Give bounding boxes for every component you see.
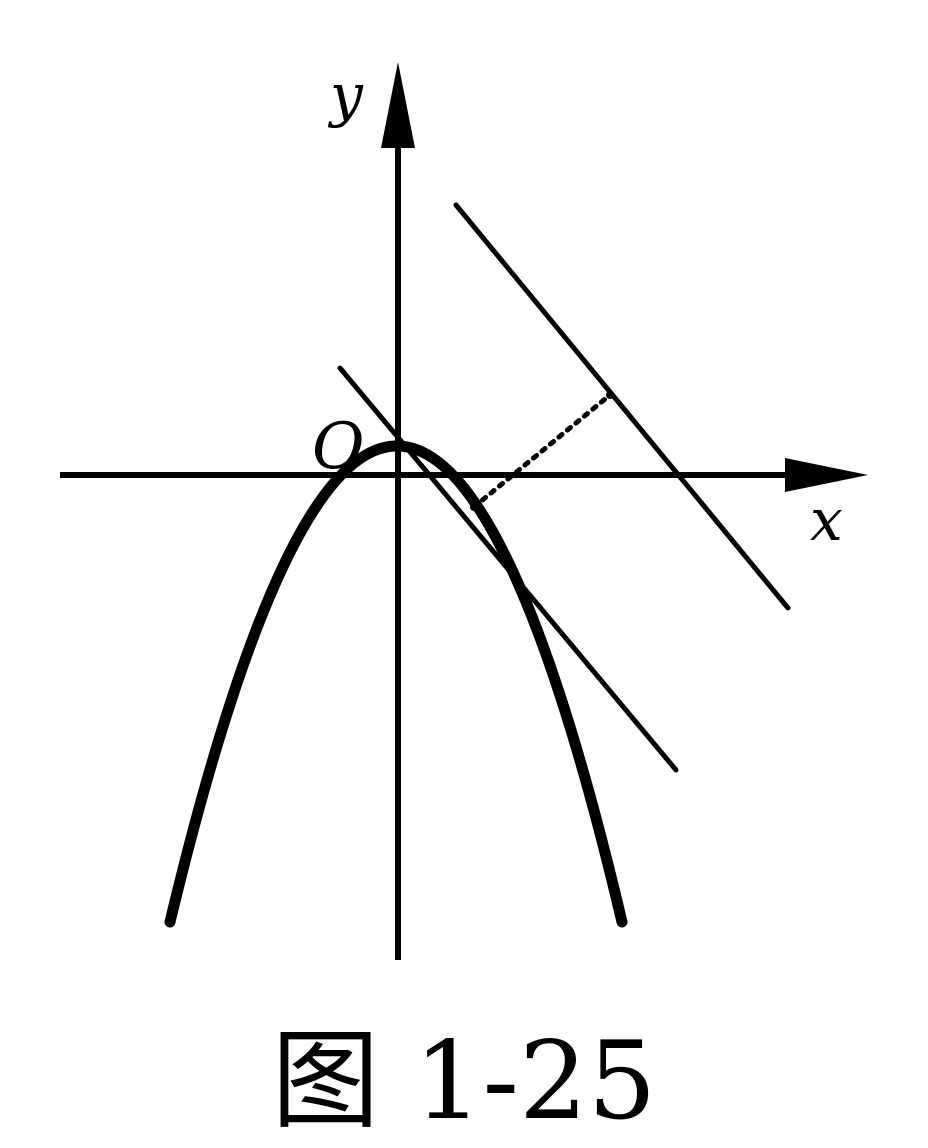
origin-label: O (312, 410, 364, 484)
parabola (164, 440, 628, 928)
dotted-perpendicular (471, 392, 613, 510)
tangent-line (337, 365, 679, 773)
y-axis-label: y (327, 61, 364, 129)
y-axis-arrowhead (381, 62, 415, 148)
figure-caption: 图 1-25 (272, 1019, 657, 1144)
x-axis-arrowhead (785, 458, 868, 492)
tangent-point (470, 503, 478, 511)
x-axis-label: x (810, 486, 843, 554)
foot-point (606, 391, 614, 399)
secant-line (453, 202, 791, 611)
